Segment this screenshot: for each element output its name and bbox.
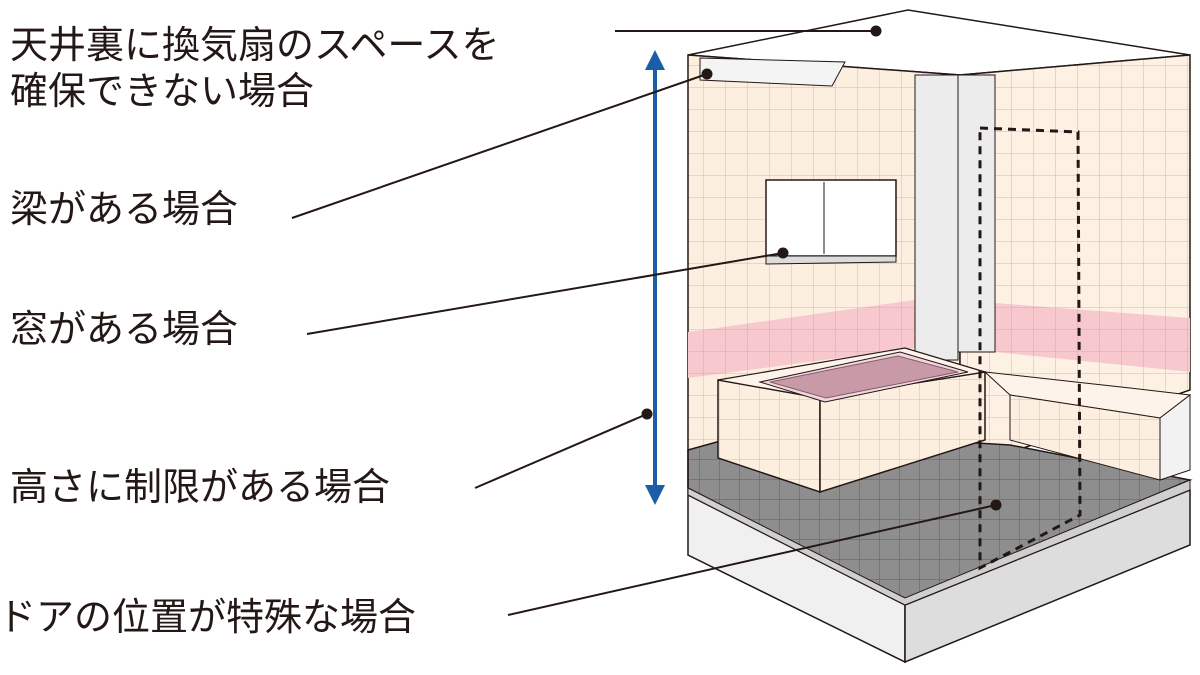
corner-pillar xyxy=(914,74,996,361)
label-no-ceiling-space-line2: 確保できない場合 xyxy=(10,69,315,114)
ceiling-beam xyxy=(699,57,846,87)
left-wall-accent-band xyxy=(688,300,915,378)
label-no-ceiling-space-line1: 天井裏に換気扇のスペースを xyxy=(10,23,500,67)
height-arrow xyxy=(645,50,665,505)
window xyxy=(765,179,897,257)
label-door-position: ドアの位置が特殊な場合 xyxy=(0,595,417,639)
leader-lines xyxy=(291,25,1002,616)
label-no-ceiling-space: 天井裏に換気扇のスペースを 確保できない場合 xyxy=(10,22,499,115)
label-beam: 梁がある場合 xyxy=(10,187,239,231)
label-window: 窓がある場合 xyxy=(10,307,239,351)
right-wall-accent-band xyxy=(995,303,1190,372)
label-height-limit: 高さに制限がある場合 xyxy=(10,465,391,509)
door-outline xyxy=(978,126,1082,571)
